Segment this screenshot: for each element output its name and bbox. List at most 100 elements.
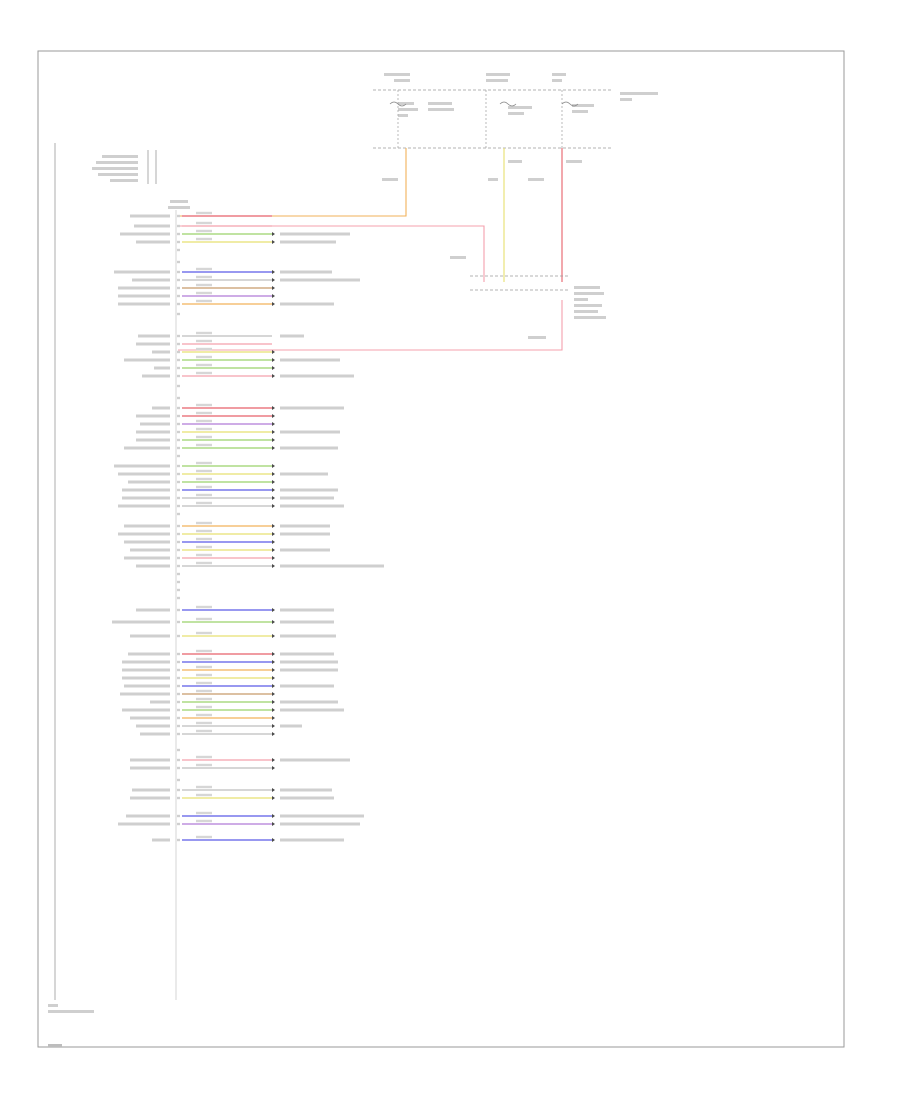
pin-number xyxy=(177,396,180,400)
pin-number xyxy=(177,270,180,274)
wire-color-code xyxy=(196,461,212,465)
connector-arrow xyxy=(272,414,275,418)
wire-color-code xyxy=(196,339,212,343)
wire-color-code xyxy=(196,545,212,549)
pin-row xyxy=(152,347,275,354)
pin-number xyxy=(177,620,180,624)
pin-row xyxy=(118,529,330,536)
pin-circuit-label xyxy=(118,286,170,290)
system-label xyxy=(280,488,338,492)
system-label xyxy=(280,472,328,476)
pin-row xyxy=(122,705,344,712)
system-label xyxy=(280,302,334,306)
wire-color-code xyxy=(196,283,212,287)
wire-color-code xyxy=(196,427,212,431)
connector-arrow xyxy=(272,822,275,826)
connector-arrow xyxy=(272,406,275,410)
pin-circuit-label xyxy=(136,240,170,244)
pin-row xyxy=(130,211,272,218)
system-label xyxy=(280,620,334,624)
connector-arrow xyxy=(272,488,275,492)
connector-arrow xyxy=(272,668,275,672)
pin-number xyxy=(177,652,180,656)
pin-number xyxy=(177,302,180,306)
top-fuse-labels xyxy=(384,73,658,117)
pin-row xyxy=(136,411,275,418)
pin-number xyxy=(177,692,180,696)
pin-row xyxy=(120,689,275,696)
pin-row xyxy=(136,721,302,728)
pin-circuit-label xyxy=(152,838,170,842)
pin-row xyxy=(114,267,332,274)
pin-row xyxy=(124,443,338,450)
pin-circuit-label xyxy=(122,676,170,680)
pin-row xyxy=(112,617,334,624)
pin-number xyxy=(177,414,180,418)
wire-color-code xyxy=(196,705,212,709)
pin-circuit-label xyxy=(112,620,170,624)
wire-color-code xyxy=(196,605,212,609)
pin-row xyxy=(154,363,275,370)
pin-number xyxy=(177,814,180,818)
pin-number xyxy=(177,214,180,218)
pin-circuit-label xyxy=(136,430,170,434)
wire-color-code xyxy=(196,275,212,279)
pin-row xyxy=(122,493,334,500)
system-label xyxy=(280,668,338,672)
pin-circuit-label xyxy=(124,524,170,528)
connector-arrow xyxy=(272,660,275,664)
pin-number xyxy=(177,758,180,762)
system-label xyxy=(280,564,384,568)
wire-color-code xyxy=(196,755,212,759)
system-label xyxy=(280,548,330,552)
connector-arrow xyxy=(272,302,275,306)
system-label xyxy=(280,430,340,434)
pin-number xyxy=(177,422,180,426)
pin-circuit-label xyxy=(136,342,170,346)
pin-circuit-label xyxy=(130,796,170,800)
pin-circuit-label xyxy=(128,652,170,656)
wire-color-code xyxy=(196,267,212,271)
wire-color-code xyxy=(196,347,212,351)
pin-circuit-label xyxy=(140,732,170,736)
pin-circuit-label xyxy=(130,548,170,552)
wire-color-code xyxy=(196,501,212,505)
pin-number xyxy=(177,668,180,672)
pin-circuit-label xyxy=(142,374,170,378)
wire-color-code xyxy=(196,299,212,303)
wire-color-code xyxy=(196,237,212,241)
connector-arrow xyxy=(272,278,275,282)
footer-marks xyxy=(48,1004,94,1047)
pin-row xyxy=(177,384,180,388)
pin-circuit-label xyxy=(118,472,170,476)
pin-number xyxy=(177,406,180,410)
system-label xyxy=(280,240,336,244)
pin-row xyxy=(122,673,275,680)
pin-number xyxy=(177,342,180,346)
pin-row xyxy=(120,229,350,236)
pin-circuit-label xyxy=(124,540,170,544)
pin-row xyxy=(142,371,354,378)
connector-arrow xyxy=(272,652,275,656)
pin-number xyxy=(177,588,180,592)
pin-row xyxy=(126,811,364,818)
pin-number xyxy=(177,766,180,770)
wire-color-code xyxy=(196,363,212,367)
pin-number xyxy=(177,788,180,792)
connector-arrow xyxy=(272,716,275,720)
wire-color-code xyxy=(196,729,212,733)
wire-color-code xyxy=(196,469,212,473)
pin-number xyxy=(177,286,180,290)
pin-row xyxy=(140,419,275,426)
wire-rows xyxy=(112,211,384,842)
wire-color-code xyxy=(196,819,212,823)
pin-circuit-label xyxy=(152,406,170,410)
wire-color-code xyxy=(196,521,212,525)
pin-number xyxy=(177,488,180,492)
wire-color-code xyxy=(196,485,212,489)
connector-arrow xyxy=(272,366,275,370)
pin-row xyxy=(118,469,328,476)
connector-arrow xyxy=(272,464,275,468)
pin-circuit-label xyxy=(136,724,170,728)
pin-circuit-label xyxy=(130,634,170,638)
